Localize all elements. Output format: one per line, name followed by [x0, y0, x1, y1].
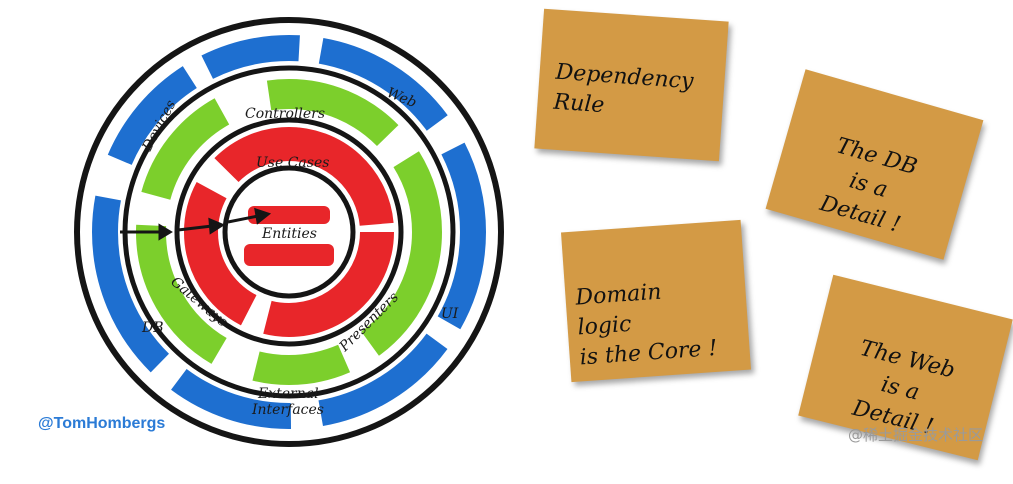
label-controllers: Controllers — [245, 106, 325, 122]
label-interfaces: Interfaces — [251, 402, 324, 418]
author-handle: @TomHombergs — [38, 415, 165, 433]
sticky-note-db-detail: The DB is a Detail ! — [766, 69, 984, 259]
label-db: DB — [141, 320, 164, 336]
label-external: External — [257, 386, 319, 402]
note-text: Dependency Rule — [553, 58, 710, 129]
label-entities: Entities — [261, 226, 317, 242]
note-text: The DB is a Detail ! — [777, 120, 960, 252]
label-ui: UI — [441, 306, 459, 322]
core-fill-bottom — [244, 244, 334, 266]
sticky-note-dependency-rule: Dependency Rule — [534, 9, 728, 162]
label-use-cases: Use Cases — [256, 155, 329, 171]
note-text: Domain logic is the Core ! — [575, 272, 741, 373]
watermark: @稀土掘金技术社区 — [848, 424, 983, 445]
clean-architecture-diagram: Devices Web DB UI External Interfaces Co… — [0, 0, 520, 450]
sticky-note-domain-logic: Domain logic is the Core ! — [561, 220, 751, 382]
